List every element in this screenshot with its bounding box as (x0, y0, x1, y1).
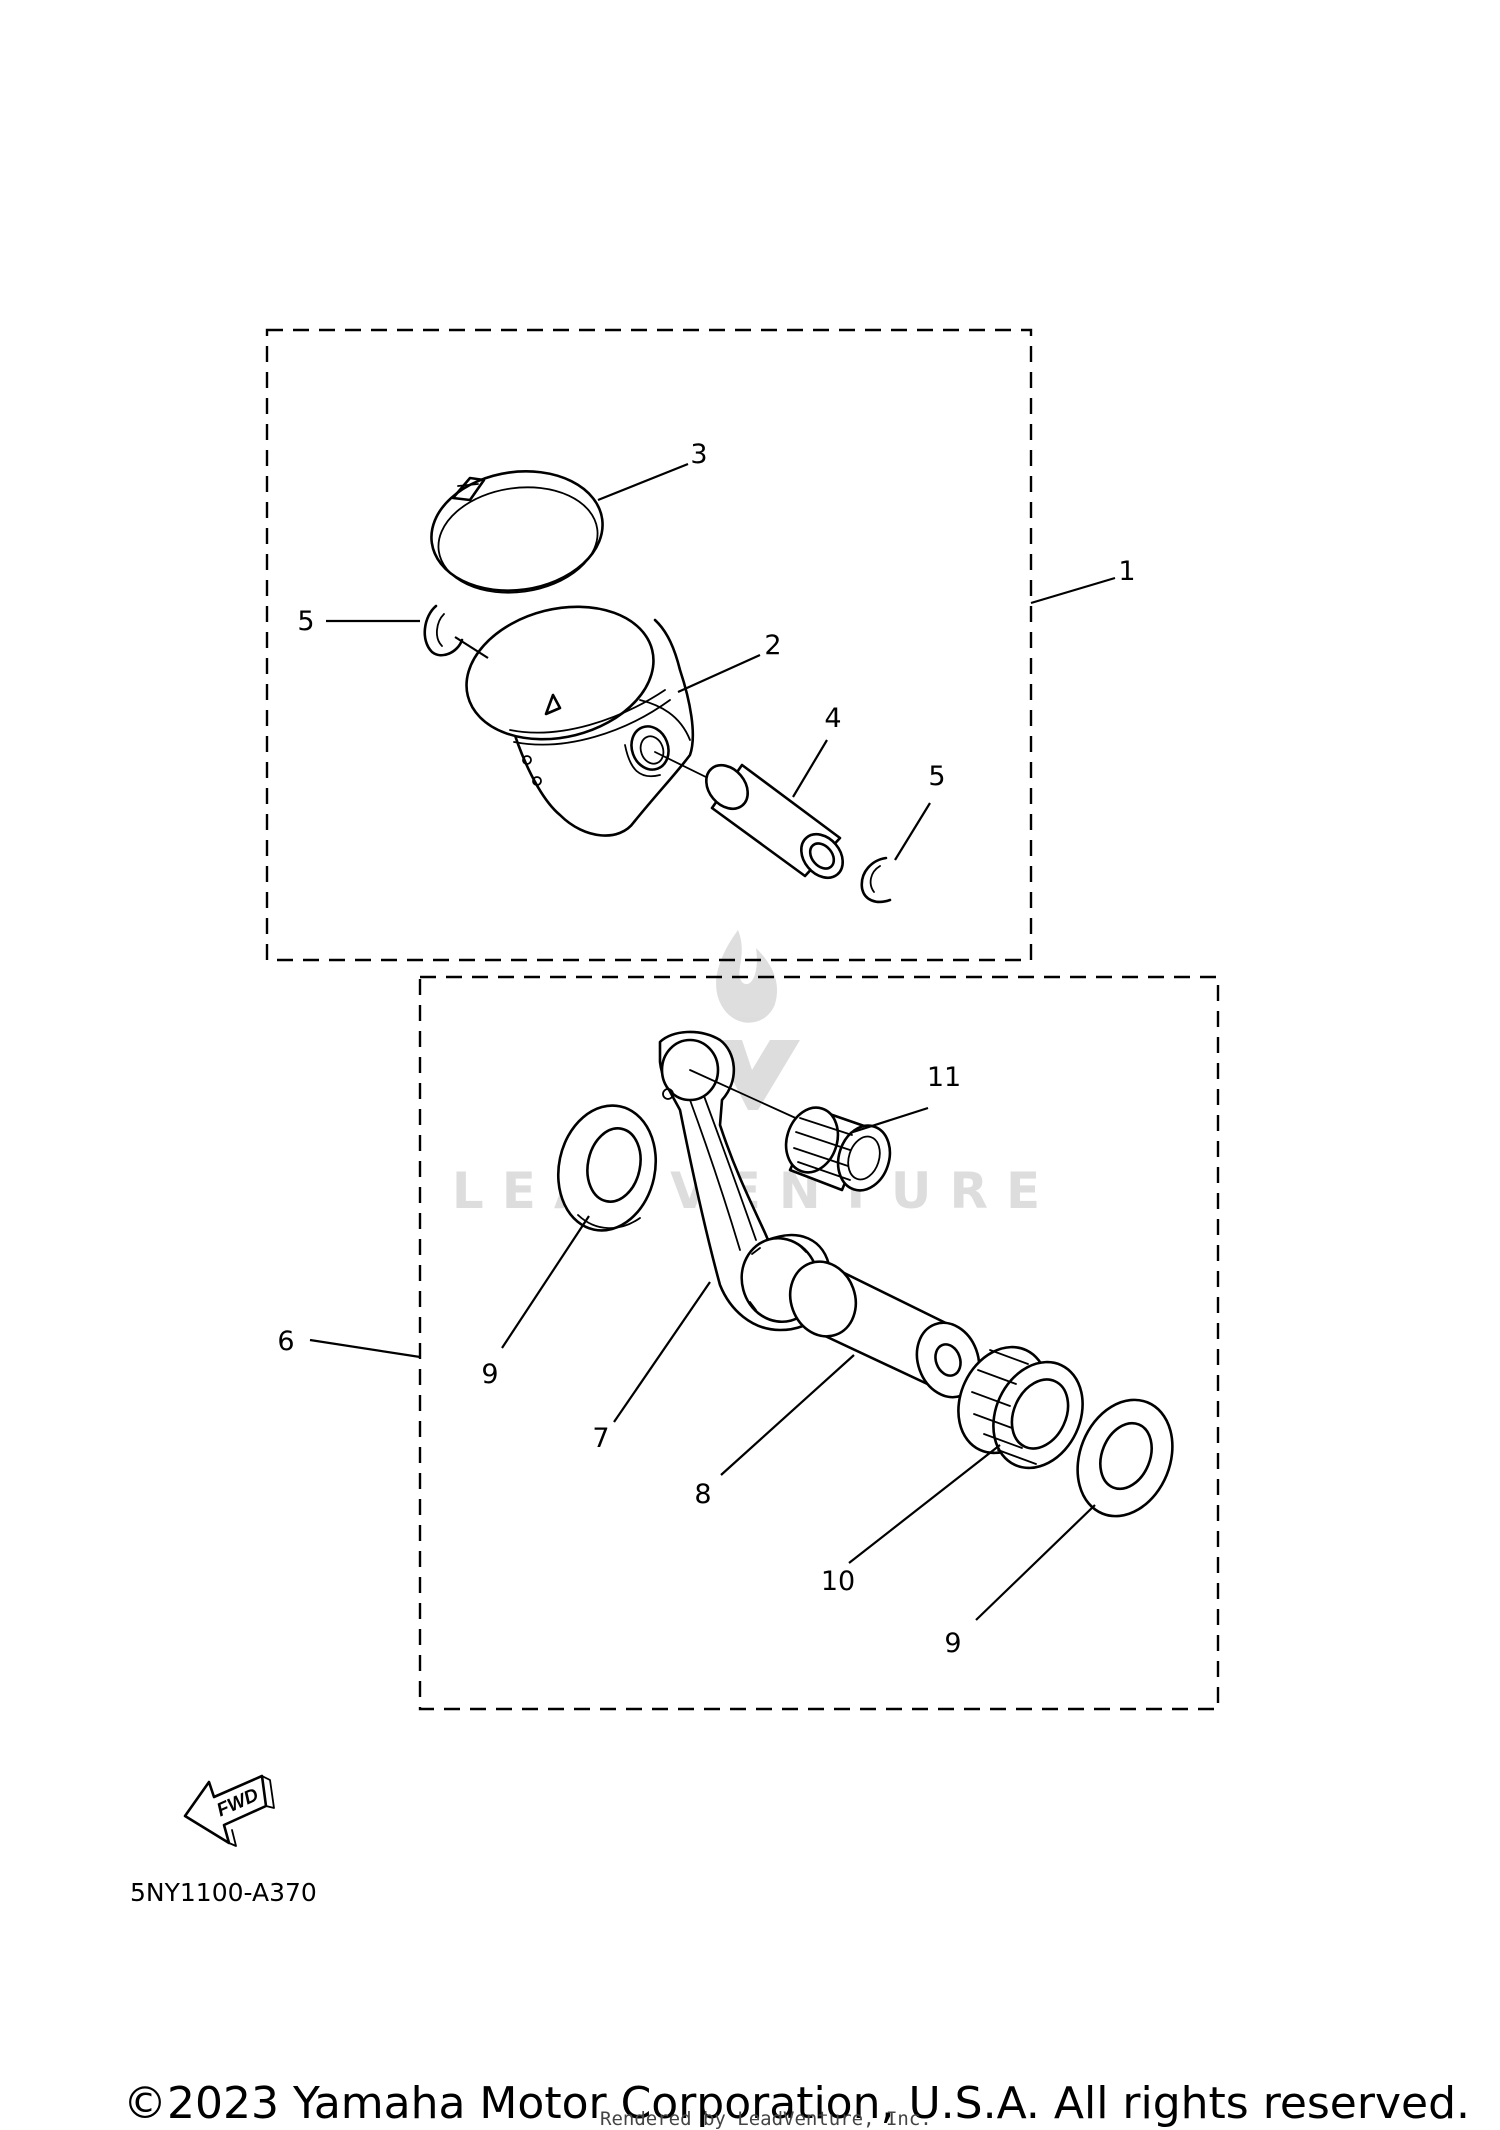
copyright-notice: ©2023 Yamaha Motor Corporation, U.S.A. A… (123, 2078, 1470, 2129)
piston-pin-part (654, 751, 844, 880)
callout-1: 1 (1118, 556, 1135, 587)
piston-kit-box (265, 328, 1033, 962)
callout-2: 2 (764, 630, 781, 661)
callout-9-left: 9 (481, 1359, 498, 1390)
fwd-badge-text: FWD (214, 1784, 262, 1821)
piston-part (465, 605, 695, 837)
crank-kit-box (418, 975, 1220, 1711)
washer-part-right (1076, 1398, 1174, 1518)
piston-ring-part (430, 470, 604, 594)
watermark: LEADVENTURE (452, 930, 1040, 1220)
diagram-code: 5NY1100-A370 (130, 1878, 317, 1907)
callout-10: 10 (821, 1566, 855, 1597)
circlip-part-right (860, 856, 892, 904)
callout-5-right: 5 (928, 761, 945, 792)
rendered-by-text: Rendered by LeadVenture, Inc. (600, 2108, 932, 2130)
circlip-part-top (423, 604, 464, 657)
callouts: 1 2 3 4 5 5 6 7 8 9 9 10 11 (277, 439, 1135, 1659)
washer-part-left (556, 1104, 658, 1232)
callout-7: 7 (592, 1423, 609, 1454)
leadventure-logo-icon (712, 930, 800, 1110)
crank-pin-part (788, 1260, 981, 1399)
leader-lines (309, 462, 1116, 1621)
callout-9-right: 9 (944, 1628, 961, 1659)
callout-5-top: 5 (297, 606, 314, 637)
fwd-arrow-icon: FWD (183, 1774, 275, 1847)
callout-6: 6 (277, 1326, 294, 1357)
small-end-bearing-part (689, 1069, 892, 1192)
big-end-bearing-part (957, 1345, 1084, 1470)
callout-4: 4 (824, 703, 841, 734)
callout-8: 8 (694, 1479, 711, 1510)
callout-3: 3 (690, 439, 707, 470)
callout-11: 11 (927, 1062, 961, 1093)
